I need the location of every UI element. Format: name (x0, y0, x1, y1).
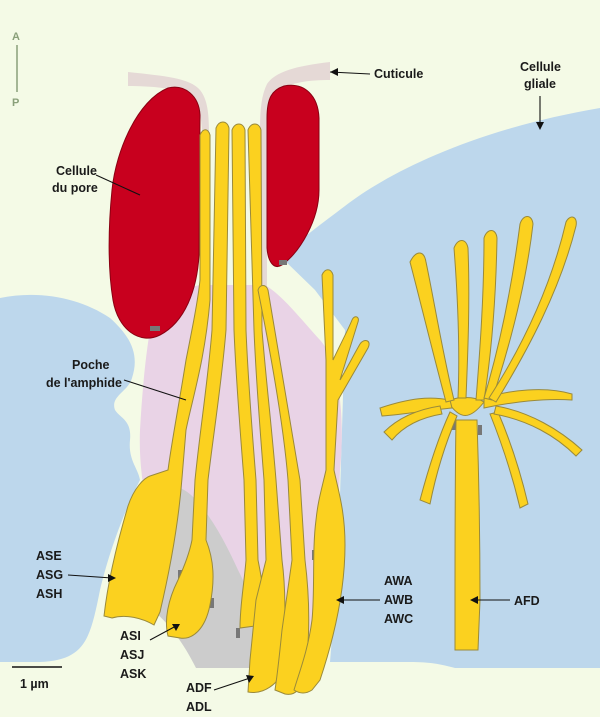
svg-text:AWB: AWB (384, 593, 413, 607)
pore-cell-left (108, 86, 201, 339)
neuron-ase-asg-ash (103, 129, 211, 626)
svg-text:gliale: gliale (524, 77, 556, 91)
label-pore-cell: Cellule du pore (52, 164, 141, 196)
cuticle-left (128, 72, 209, 300)
svg-text:ASK: ASK (120, 667, 146, 681)
svg-text:ADL: ADL (186, 700, 212, 714)
svg-text:ASI: ASI (120, 629, 141, 643)
label-afd: AFD (470, 594, 540, 608)
svg-text:du pore: du pore (52, 181, 98, 195)
svg-text:AFD: AFD (514, 594, 540, 608)
neuron-asi-asj-ask (165, 121, 230, 639)
posterior-label: P (12, 97, 19, 109)
svg-text:AWA: AWA (384, 574, 412, 588)
anterior-label: A (12, 31, 20, 43)
svg-text:ASG: ASG (36, 568, 63, 582)
svg-text:ASJ: ASJ (120, 648, 144, 662)
glial-cell-left (0, 294, 140, 662)
neurons-channel (103, 121, 370, 695)
svg-text:ASH: ASH (36, 587, 62, 601)
label-amphid-pocket: Poche de l'amphide (46, 358, 187, 401)
svg-text:ADF: ADF (186, 681, 212, 695)
svg-text:Poche: Poche (72, 358, 110, 372)
label-cuticle: Cuticule (329, 67, 423, 81)
label-glial-cell: Cellule gliale (520, 60, 561, 130)
orientation-axis: A P (12, 31, 20, 109)
neuron-afd (379, 216, 583, 651)
svg-text:Cuticule: Cuticule (374, 67, 423, 81)
cuticle-right (260, 62, 330, 300)
neuron-awa-awb-awc (293, 269, 370, 694)
svg-text:Cellule: Cellule (520, 60, 561, 74)
svg-text:de l'amphide: de l'amphide (46, 376, 122, 390)
scale-bar-label: 1 µm (20, 677, 49, 691)
svg-text:AWC: AWC (384, 612, 413, 626)
svg-text:Cellule: Cellule (56, 164, 97, 178)
label-awa-awb-awc: AWA AWB AWC (336, 574, 413, 626)
label-adf-adl: ADF ADL (186, 675, 254, 714)
scale-bar: 1 µm (12, 666, 62, 691)
svg-text:ASE: ASE (36, 549, 62, 563)
label-asi-asj-ask: ASI ASJ ASK (120, 624, 180, 681)
label-ase-asg-ash: ASE ASG ASH (36, 549, 116, 601)
